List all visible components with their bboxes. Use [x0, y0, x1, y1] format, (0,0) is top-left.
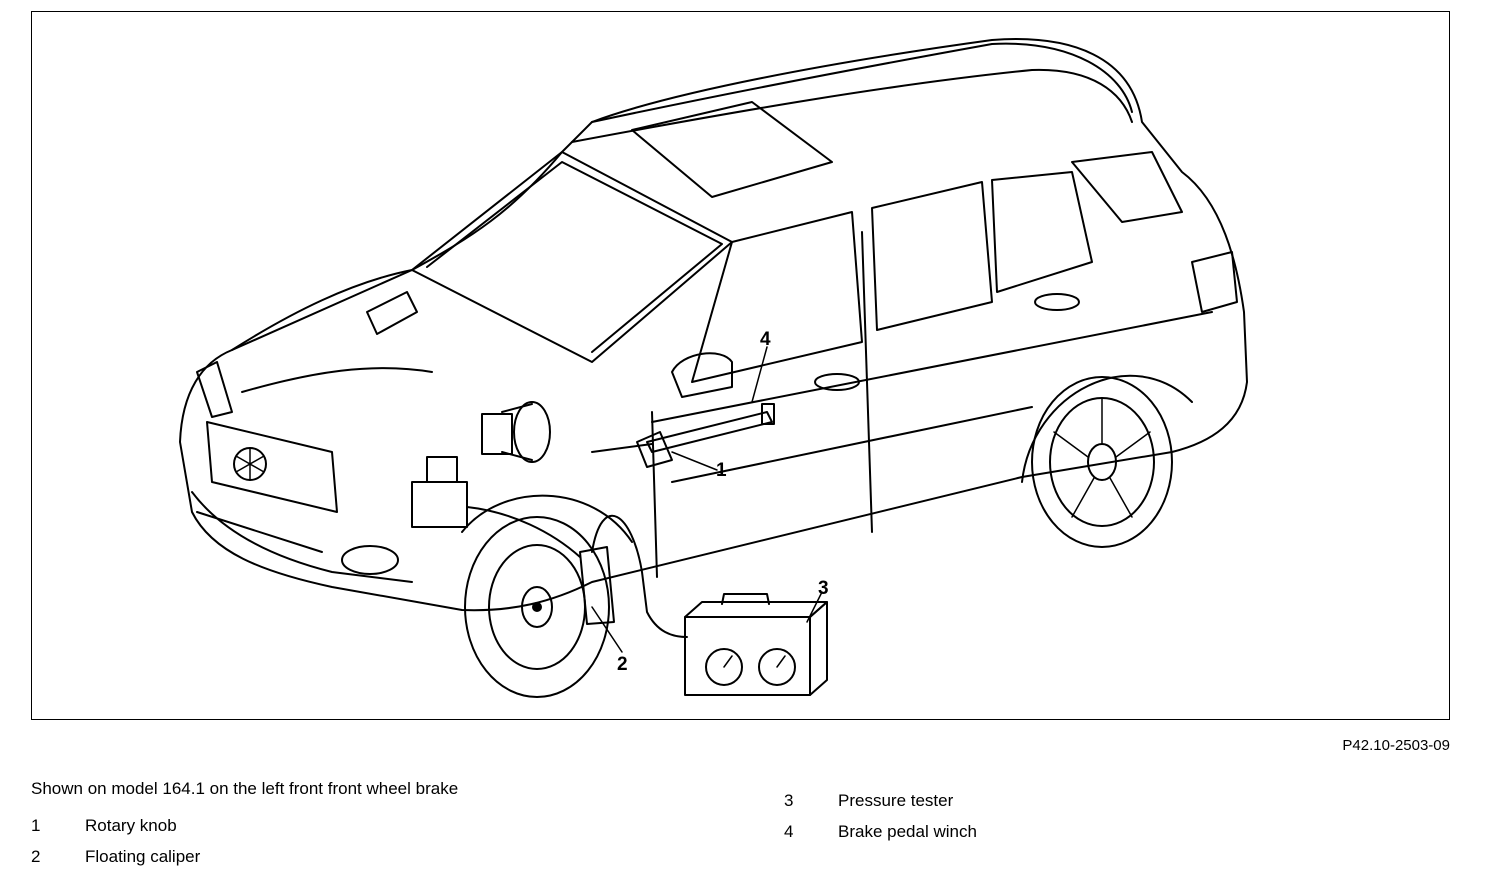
figure-caption: Shown on model 164.1 on the left front f…	[31, 779, 459, 798]
pressure-tester	[684, 593, 828, 696]
legend-number: 4	[784, 822, 794, 841]
legend-number: 3	[784, 791, 794, 810]
callout-4: 4	[760, 329, 771, 350]
front-wheel	[461, 494, 633, 698]
callout-leaders	[591, 346, 823, 653]
illustration-frame: 1 2 3 4	[31, 11, 1450, 720]
legend-number: 2	[31, 847, 41, 866]
suv-brake-illustration	[179, 38, 1248, 698]
rear-wheel	[1021, 374, 1193, 548]
brake-components	[411, 401, 775, 638]
callout-1: 1	[716, 460, 727, 481]
legend-label: Pressure tester	[838, 791, 954, 810]
legend-label: Rotary knob	[85, 816, 177, 835]
callout-2: 2	[617, 654, 628, 675]
vehicle-body	[179, 38, 1248, 612]
legend-label: Floating caliper	[85, 847, 201, 866]
legend-label: Brake pedal winch	[838, 822, 977, 841]
figure-code: P42.10-2503-09	[1342, 737, 1450, 754]
callout-3: 3	[818, 578, 829, 599]
legend-number: 1	[31, 816, 41, 835]
